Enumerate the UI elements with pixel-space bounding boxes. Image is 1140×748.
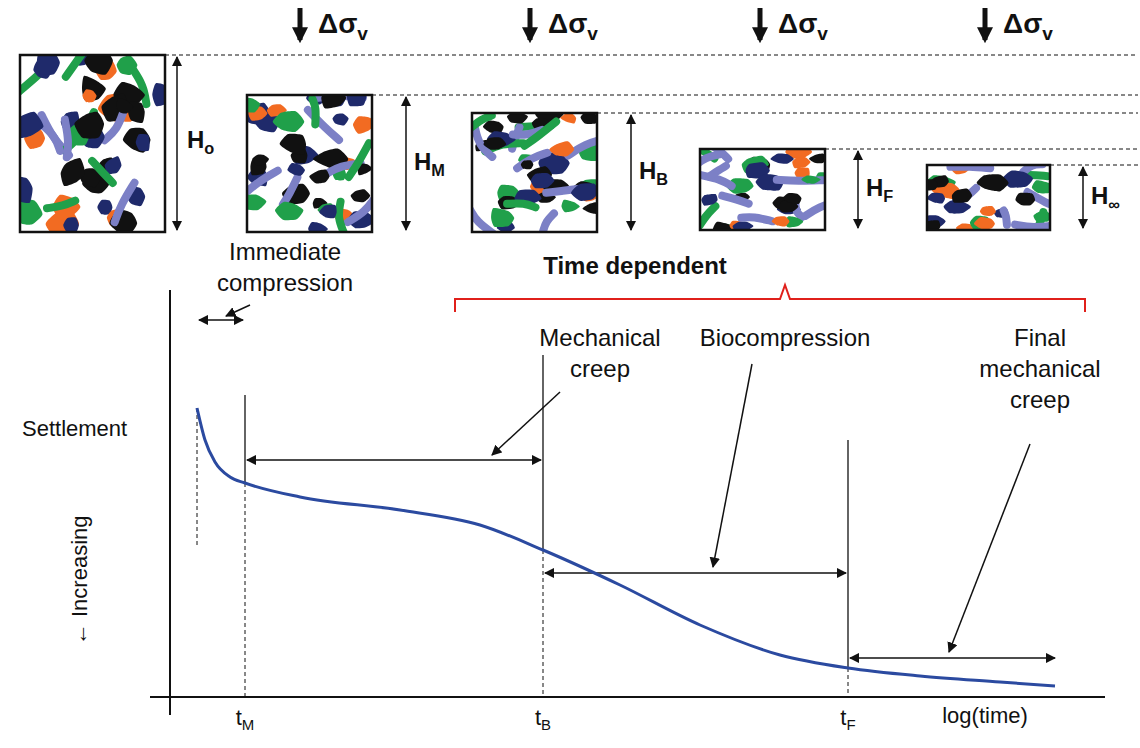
settlement-curve [197, 408, 1055, 686]
load-arrow [300, 8, 985, 40]
axis-title: Settlement [22, 415, 127, 444]
phase-label: Immediate compression [203, 236, 368, 298]
time-label: tF [840, 704, 855, 735]
time-bracket [455, 285, 1085, 312]
axis-direction: ← Increasing [66, 515, 95, 645]
height-label: H∞ [1091, 180, 1120, 215]
height-label: Ho [187, 124, 214, 159]
stress-label: Δσv [778, 6, 828, 46]
axis-title: log(time) [942, 702, 1028, 731]
time-label: tM [236, 704, 255, 735]
stress-label: Δσv [318, 6, 368, 46]
time-label: tB [535, 704, 551, 735]
time-marker [245, 355, 848, 668]
height-label: HB [639, 155, 668, 190]
phase-label: Final mechanical creep [965, 322, 1115, 416]
height-label: HF [866, 172, 893, 207]
phase-label: Biocompression [700, 322, 871, 353]
waste-particles [9, 38, 1058, 238]
height-guide [165, 55, 1138, 165]
waste-sample [20, 55, 1050, 232]
phase-span [199, 320, 1055, 658]
height-dimension [177, 57, 1083, 230]
axis [150, 290, 1105, 715]
phase-label: Mechanical creep [520, 322, 680, 384]
height-label: HM [414, 146, 445, 181]
stress-label: Δσv [548, 6, 598, 46]
phase-group-title: Time dependent [543, 250, 727, 281]
leader-arrow [226, 305, 1030, 652]
time-guide [197, 408, 848, 697]
stress-label: Δσv [1003, 6, 1053, 46]
